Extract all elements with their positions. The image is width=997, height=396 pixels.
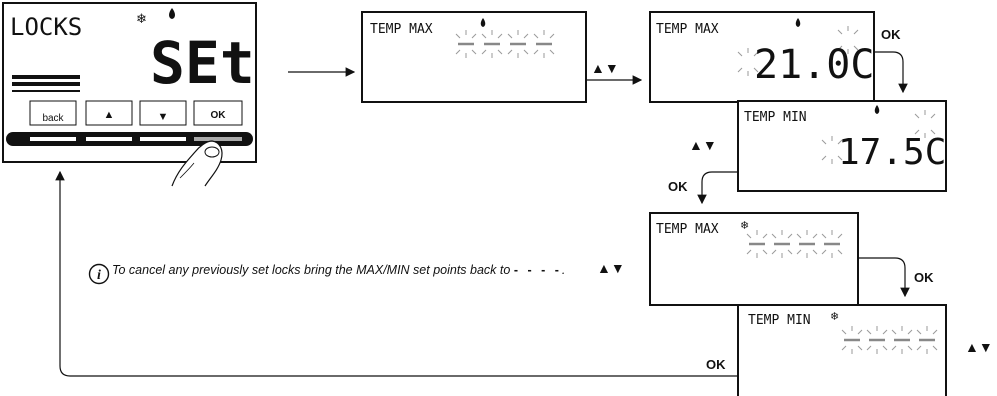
ok-label: OK	[914, 270, 934, 285]
ok-button-label: OK	[211, 110, 227, 121]
svg-text:i: i	[97, 268, 101, 283]
screen-temp-max-1: TEMP MAX	[362, 12, 586, 102]
screen-label: TEMP MAX	[370, 22, 433, 37]
back-button-label: back	[42, 113, 64, 124]
screen-label: TEMP MIN	[744, 110, 807, 125]
ok-label: OK	[668, 179, 688, 194]
up-down-label: ▲▼	[597, 260, 625, 276]
snowflake-icon: ❄	[830, 311, 839, 323]
flow-arrow	[702, 172, 738, 203]
display-value: SEt	[150, 29, 255, 97]
screen-temp-min-2: TEMP MIN ❄	[738, 305, 946, 396]
screen-label: TEMP MAX	[656, 222, 719, 237]
snowflake-icon: ❄	[136, 11, 147, 26]
down-arrow-icon: ▼	[158, 111, 169, 123]
ok-label: OK	[706, 357, 726, 372]
screen-value: 21.0C	[754, 42, 874, 88]
screen-temp-min-1: TEMP MIN 17.5C	[738, 101, 946, 191]
device-title: LOCKS	[10, 13, 82, 41]
screen-temp-max-3: TEMP MAX ❄	[650, 213, 858, 305]
screen-label: TEMP MIN	[748, 313, 811, 328]
screen-value: 17.5C	[838, 132, 946, 173]
flow-arrow	[874, 52, 903, 92]
screen-label: TEMP MAX	[656, 22, 719, 37]
ok-label: OK	[881, 27, 901, 42]
snowflake-icon: ❄	[740, 220, 749, 232]
info-note-dashes: - - - -	[514, 263, 562, 277]
screen-temp-max-2: TEMP MAX 21.0C	[650, 12, 874, 102]
flow-arrow	[858, 258, 905, 296]
thermostat-device: LOCKS ❄ SEt back ▲ ▼ OK	[3, 3, 256, 186]
info-note: To cancel any previously set locks bring…	[112, 262, 582, 278]
up-down-label: ▲▼	[689, 137, 717, 153]
info-note-end: .	[562, 263, 565, 277]
up-down-label: ▲▼	[965, 339, 993, 355]
up-arrow-icon: ▲	[104, 109, 115, 121]
info-note-text: To cancel any previously set locks bring…	[112, 263, 510, 277]
info-icon: i	[88, 263, 110, 285]
up-down-label: ▲▼	[591, 60, 619, 76]
